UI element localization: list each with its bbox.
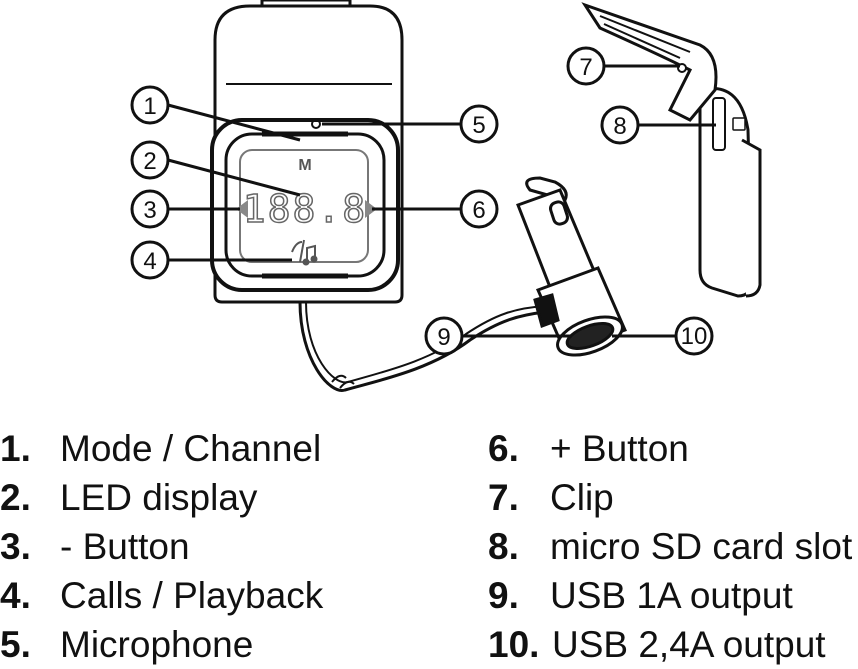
legend-item-3: 3.- Button (0, 526, 190, 567)
legend-item-10: 10.USB 2,4A output (488, 624, 826, 665)
svg-text:2: 2 (143, 148, 156, 175)
device-top-cap (260, 0, 352, 6)
svg-text:10: 10 (681, 323, 708, 350)
svg-text:9: 9 (437, 324, 450, 351)
callout-6: 6 (459, 189, 499, 229)
plug-contact (549, 200, 569, 226)
legend-item-7: 7.Clip (488, 477, 614, 518)
plus-arrow-icon (365, 200, 377, 218)
microphone-hole (311, 119, 321, 129)
svg-text:1: 1 (143, 93, 156, 120)
legend-item-1: 1.Mode / Channel (0, 428, 322, 469)
car-charger-plug (516, 176, 628, 357)
legend-item-2: 2.LED display (0, 477, 258, 518)
callout-10: 10 (674, 316, 714, 356)
legend-left: 1.Mode / Channel 2.LED display 3.- Butto… (0, 424, 323, 669)
legend-item-5: 5.Microphone (0, 624, 254, 665)
callout-7: 7 (566, 46, 606, 86)
sd-indicator (732, 117, 746, 131)
legend-right: 6.+ Button 7.Clip 8.micro SD card slot 9… (488, 424, 852, 669)
callout-1: 1 (130, 85, 170, 125)
legend-item-9: 9.USB 1A output (488, 575, 793, 616)
side-back (741, 138, 762, 298)
svg-text:5: 5 (472, 112, 485, 139)
usb-port (565, 322, 615, 350)
legend-item-8: 8.micro SD card slot (488, 526, 853, 567)
mode-key-label: M (298, 157, 311, 174)
svg-text:4: 4 (143, 248, 156, 275)
minus-arrow-icon (236, 200, 248, 218)
legend-item-6: 6.+ Button (488, 428, 689, 469)
clip-arm (581, 2, 718, 122)
svg-text:3: 3 (143, 197, 156, 224)
callout-lines (167, 64, 716, 338)
transmitter-front (210, 0, 404, 304)
callout-3: 3 (130, 189, 170, 229)
callout-2: 2 (130, 140, 170, 180)
callout-4: 4 (130, 240, 170, 280)
device-diagram: 188.8 M (130, 0, 762, 392)
svg-text:7: 7 (579, 54, 592, 81)
cable (298, 301, 546, 392)
phone-music-icon (291, 239, 318, 266)
legend-item-4: 4.Calls / Playback (0, 575, 324, 616)
svg-text:8: 8 (613, 113, 626, 140)
callout-5: 5 (459, 104, 499, 144)
callout-8: 8 (600, 105, 640, 145)
transmitter-side (581, 2, 762, 298)
led-display-text: 188.8 (243, 187, 367, 231)
svg-text:6: 6 (472, 197, 485, 224)
callout-9: 9 (424, 316, 464, 356)
cable-strain-relief (533, 293, 560, 328)
